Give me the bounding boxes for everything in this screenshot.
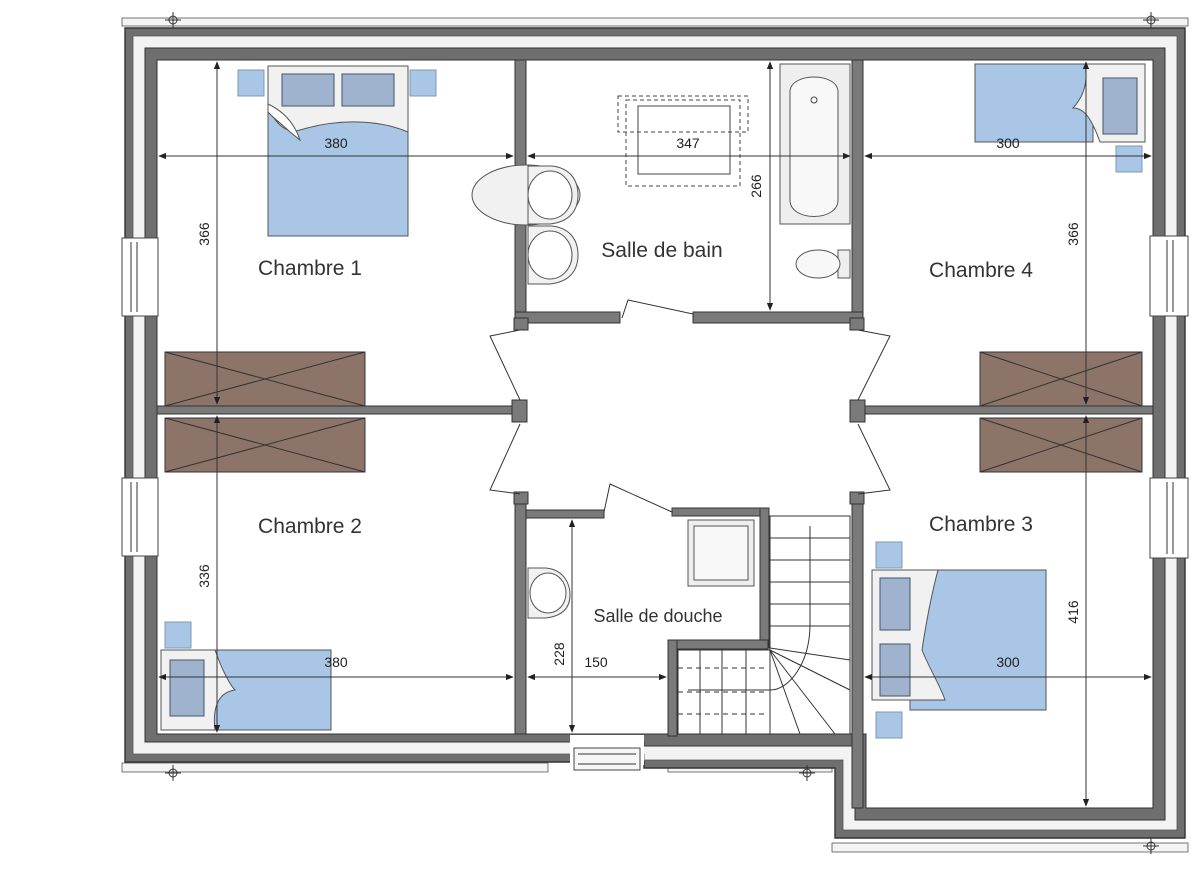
chambre1-furniture <box>164 65 437 407</box>
dim-ch2-width: 380 <box>324 654 348 670</box>
dim-ch4-height: 366 <box>1065 222 1081 246</box>
chambre3-furniture <box>871 541 1047 739</box>
chambre4-furniture <box>974 63 1146 473</box>
staircase <box>677 515 851 735</box>
dim-ch1-height: 366 <box>196 222 212 246</box>
salle-de-douche-fixtures <box>527 519 755 619</box>
dim-sdd-height: 228 <box>551 642 567 666</box>
dimension-lines <box>158 61 1152 807</box>
dim-ch2-height: 336 <box>196 564 212 588</box>
room-label-salle-de-bain: Salle de bain <box>601 239 722 262</box>
dimension-labels: 380 366 380 336 347 266 150 228 300 366 … <box>196 135 1081 670</box>
dim-sdd-width: 150 <box>584 654 608 670</box>
salle-de-bain-fixtures <box>471 63 851 285</box>
window-right-bottom <box>1149 477 1189 559</box>
doors <box>489 299 891 513</box>
dim-sdb-width: 347 <box>676 135 700 151</box>
room-label-chambre3: Chambre 3 <box>929 513 1033 536</box>
dim-ch4-width: 300 <box>996 135 1020 151</box>
window-left-top <box>121 237 159 317</box>
room-label-chambre2: Chambre 2 <box>258 515 362 538</box>
room-label-chambre1: Chambre 1 <box>258 257 362 280</box>
room-label-salle-de-douche: Salle de douche <box>593 606 722 626</box>
room-labels: Chambre 1 Chambre 2 Chambre 3 Chambre 4 … <box>258 239 1033 626</box>
dim-ch3-width: 300 <box>996 654 1020 670</box>
dim-sdb-height: 266 <box>748 174 764 198</box>
interior-walls <box>156 59 1154 809</box>
window-left-bottom <box>121 477 159 557</box>
room-label-chambre4: Chambre 4 <box>929 259 1033 282</box>
dim-ch1-width: 380 <box>324 135 348 151</box>
dim-ch3-height: 416 <box>1065 600 1081 624</box>
window-right-top <box>1149 235 1189 317</box>
survey-markers <box>165 12 1159 854</box>
